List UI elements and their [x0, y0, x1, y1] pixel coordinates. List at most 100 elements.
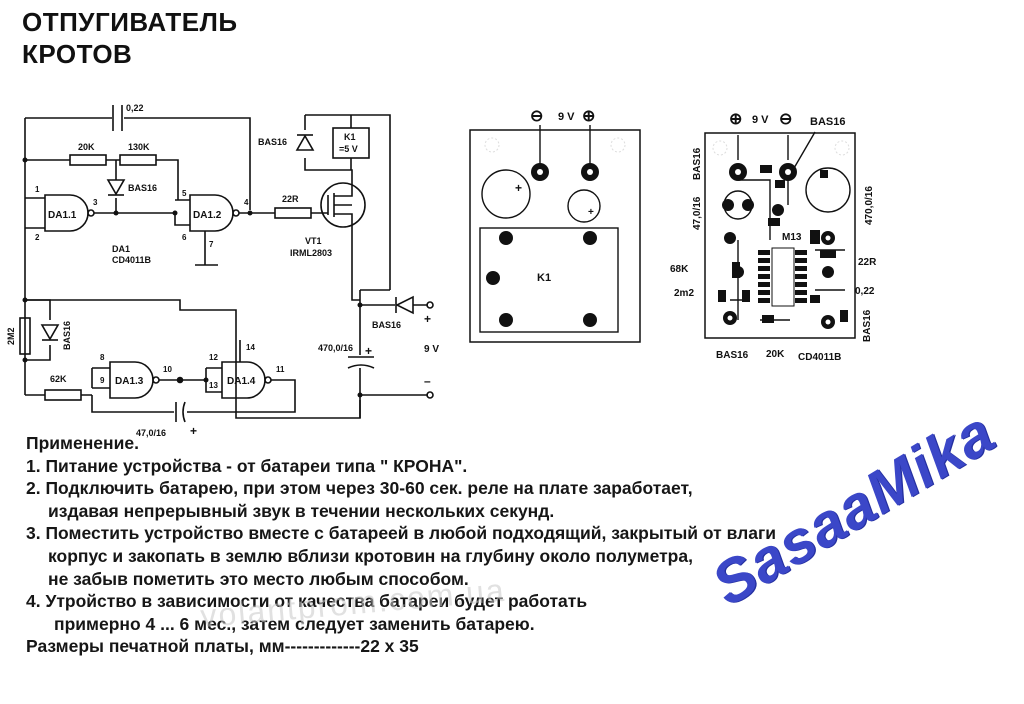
label-vt: VT1: [305, 236, 322, 246]
label-r1: 20K: [78, 142, 95, 152]
label-da14: DA1.4: [227, 376, 256, 387]
diode-low-body: [40, 324, 60, 341]
label-r-62k: 62K: [50, 374, 67, 384]
pcb-bottom-c022: 0,22: [855, 286, 875, 297]
diode-relay-body: [295, 134, 315, 151]
resistor-20k: [69, 154, 107, 166]
pin-2: 2: [35, 233, 40, 242]
note-3c: не забыв пометить это место любым способ…: [48, 568, 469, 589]
pcb-top-outline: [469, 129, 641, 343]
label-cap-low-plus: +: [190, 424, 197, 438]
svg-text:⊕: ⊕: [729, 111, 742, 128]
pin-8: 8: [100, 353, 105, 362]
wire-relay-top: [305, 114, 391, 290]
pin-10: 10: [163, 365, 172, 374]
pin-9: 9: [100, 376, 105, 385]
pcb-bottom-m13: M13: [782, 232, 802, 243]
diode-fb-body: [106, 179, 126, 196]
note-2b: издавая непрерывный звук в течении неско…: [48, 500, 555, 521]
wire-da13-inputs: [91, 367, 110, 389]
resistor-2m2: [19, 317, 31, 355]
label-d-in: BAS16: [372, 320, 401, 330]
label-cap-top: 0,22: [126, 103, 144, 113]
pcb-bottom-cap-left: 47,0/16: [692, 196, 703, 230]
label-da13: DA1.3: [115, 376, 144, 387]
label-plus: +: [424, 312, 431, 326]
label-supply: 9 V: [424, 344, 439, 355]
wire-vplus: [359, 289, 390, 355]
label-cap-bulk-plus: +: [365, 344, 372, 358]
terminal-minus: [426, 391, 434, 399]
cap-bulk-plate-b: [347, 364, 375, 369]
pcb-bottom-r68k: 68K: [670, 264, 689, 275]
wire-resistor-row: [25, 159, 179, 200]
note-1: 1. Питание устройства - от батареи типа …: [26, 455, 468, 476]
label-da12: DA1.2: [193, 210, 222, 221]
note-2a: 2. Подключить батарею, при этом через 30…: [26, 478, 693, 499]
label-r2: 130K: [128, 142, 150, 152]
note-3b: корпус и закопать в землю вблизи кротови…: [48, 545, 693, 566]
pcb-top-cap-large: [481, 169, 531, 219]
schematic-diagram: 0,22 20K 130K BAS16 DA1.1 DA1.2 DA1 CD40…: [6, 103, 439, 438]
wire-da12-inputs: [174, 199, 190, 226]
label-minus: –: [424, 374, 431, 388]
diagram-title: ОТПУГИВАТЕЛЬ КРОТОВ: [22, 6, 238, 70]
mosfet-body: [327, 183, 353, 228]
pin-13: 13: [209, 381, 218, 390]
pin-7: 7: [209, 240, 214, 249]
wire-relay-diode: [304, 115, 353, 183]
pcb-bottom-cap-right: 470,0/16: [864, 186, 875, 225]
label-d-relay: BAS16: [258, 137, 287, 147]
label-cap-low: 47,0/16: [136, 428, 166, 438]
pin-6: 6: [182, 233, 187, 242]
label-chip: DA1: [112, 244, 130, 254]
label-da11: DA1.1: [48, 210, 77, 221]
pcb-bottom-ic: CD4011B: [798, 352, 841, 363]
pin-4: 4: [244, 198, 249, 207]
pcb-bottom-bas-bot: BAS16: [716, 350, 749, 361]
label-vt-type: IRML2803: [290, 248, 332, 258]
wire-da12-gnd: [195, 231, 218, 266]
title-line-2: КРОТОВ: [22, 39, 133, 69]
resistor-22r: [274, 207, 312, 219]
label-chip-type: CD4011B: [112, 255, 152, 265]
note-3a: 3. Поместить устройство вместе с батарее…: [26, 523, 777, 544]
note-4a: 4. Утройство в зависимости от качества б…: [26, 591, 588, 612]
wire-da11-inputs: [25, 197, 45, 229]
cap-low-plate-b: [182, 401, 186, 423]
note-4b: примерно 4 ... 6 мес., затем следует зам…: [54, 613, 535, 634]
node-da13: [176, 376, 184, 384]
svg-text:⊕: ⊕: [582, 108, 595, 125]
svg-text:+: +: [515, 181, 522, 195]
wire-da14-inputs: [205, 367, 222, 393]
pin-12: 12: [209, 353, 218, 362]
pin-14: 14: [246, 343, 255, 352]
pcb-bottom-volt: 9 V: [752, 114, 769, 126]
pcb-bottom-traces: [730, 179, 845, 321]
pcb-top-cap-small: [567, 189, 601, 223]
usage-notes: Применение. 1. Питание устройства - от б…: [26, 432, 966, 658]
notes-heading: Применение.: [26, 433, 139, 453]
title-line-1: ОТПУГИВАТЕЛЬ: [22, 7, 238, 37]
label-r-gate: 22R: [282, 194, 299, 204]
pcb-top-view: ⊖ 9 V ⊕ + + K1: [469, 108, 641, 343]
pcb-bottom-r20k: 20K: [766, 349, 785, 360]
pcb-bottom-bas-top: BAS16: [810, 116, 845, 128]
label-d-low: BAS16: [62, 321, 72, 350]
pin-11: 11: [276, 365, 285, 374]
pcb-bottom-bas-left: BAS16: [692, 147, 703, 180]
pcb-bottom-r2m2: 2m2: [674, 288, 694, 299]
label-d-fb: BAS16: [128, 183, 157, 193]
wire-da14-out: [91, 379, 296, 413]
svg-text:+: +: [588, 207, 594, 218]
pcb-top-relay-label: K1: [537, 272, 551, 284]
gate-da14-bubble: [264, 376, 272, 384]
mosfet-circle: [320, 182, 366, 228]
pin-3: 3: [93, 198, 98, 207]
svg-text:⊖: ⊖: [530, 108, 543, 125]
wire-mosfet-drain: [351, 228, 360, 301]
wire-cap-top: [25, 117, 251, 210]
note-5: Размеры печатной платы, мм-------------2…: [26, 636, 419, 657]
resistor-62k: [44, 389, 82, 401]
terminal-plus: [426, 301, 434, 309]
